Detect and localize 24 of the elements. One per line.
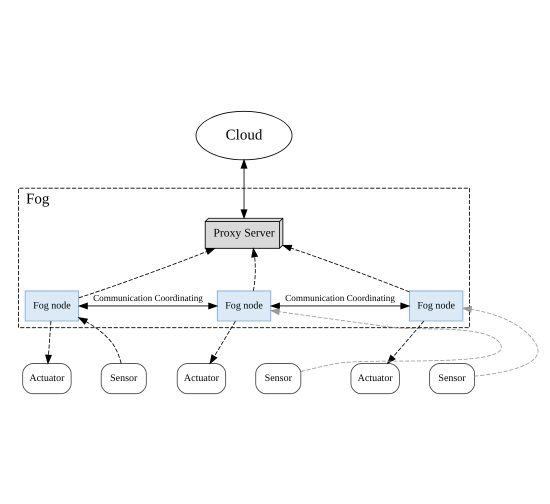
node-box: Actuator [176,362,226,394]
arrow [270,308,502,372]
arrow [78,316,122,364]
edge-label: Communication Coordinating [285,292,395,302]
arrow [78,302,218,309]
arrow [251,246,258,291]
arrow [282,244,410,292]
node-box: Sensor [255,362,302,394]
node-ellipse: Cloud [196,110,292,160]
node-box: Fog node [24,290,80,321]
node-box: Actuator [350,362,400,394]
node-box: Actuator [22,362,72,394]
arrow [240,158,248,219]
arrow [209,320,236,364]
node-box: Sensor [429,362,475,394]
node-box: Sensor [100,362,147,394]
arrow [270,302,410,309]
arrow [462,305,538,376]
arrow [45,320,52,364]
edge-label: Communication Coordinating [93,292,203,302]
arrow [386,320,424,364]
arrow [78,247,216,298]
node-box: Fog node [216,290,272,321]
node-box: Fog node [409,290,464,321]
